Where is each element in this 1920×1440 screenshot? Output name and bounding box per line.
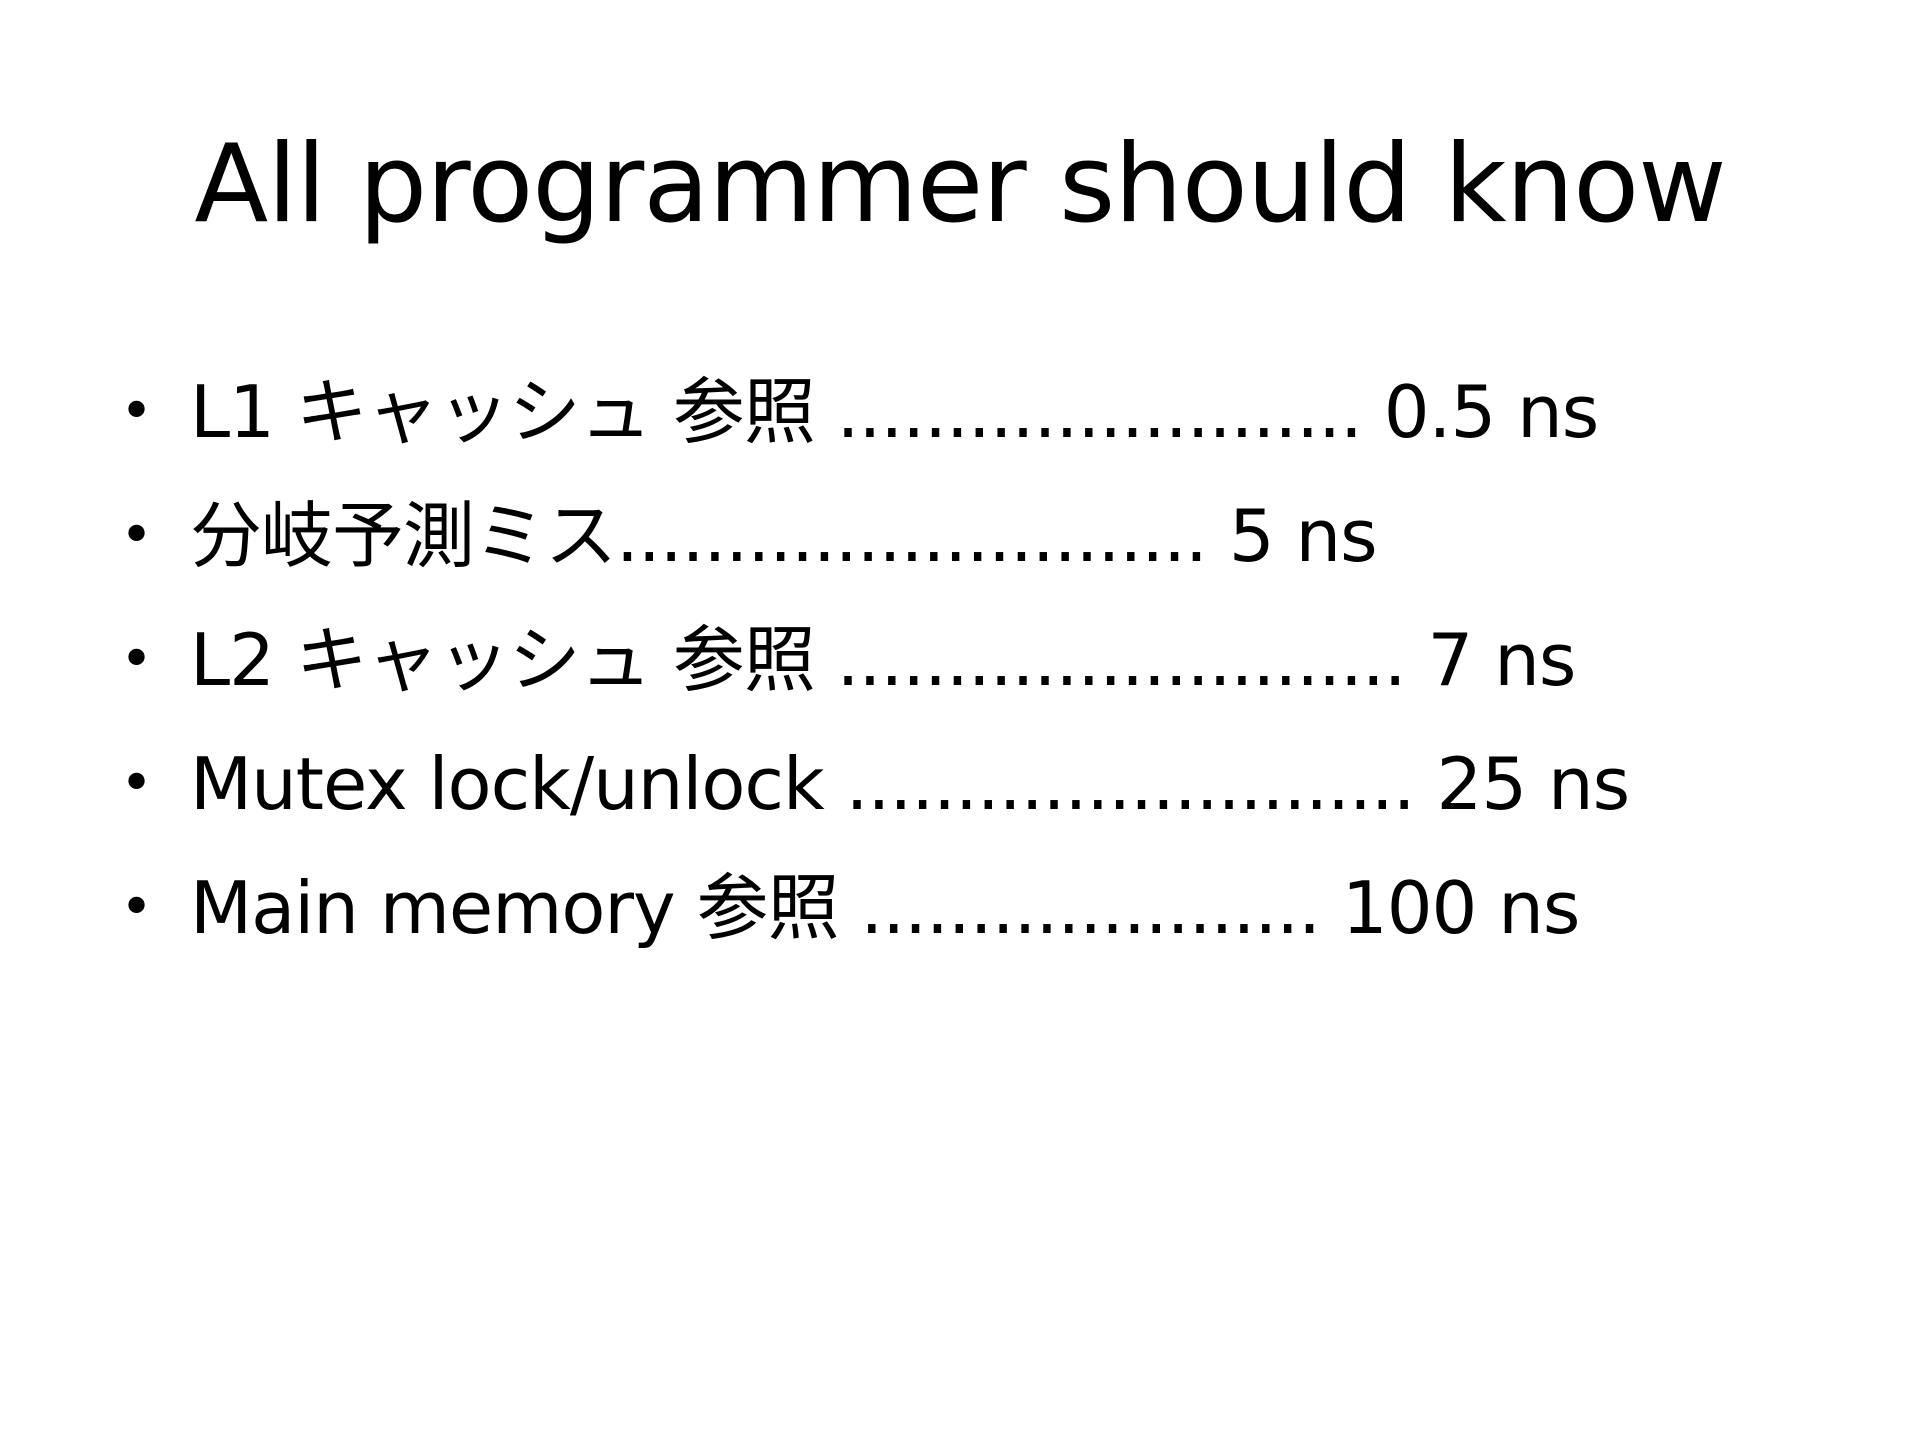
bullet-item-l2-cache: • L2 キャッシュ 参照 ..........................… [120,598,1820,722]
bullet-text: 分岐予測ミス........................... 5 ns [190,494,1378,578]
bullet-icon: • [120,627,154,692]
bullet-item-l1-cache: • L1 キャッシュ 参照 ........................ 0… [120,350,1820,474]
bullet-text: Main memory 参照 ..................... 100… [190,866,1580,950]
bullet-item-mutex: • Mutex lock/unlock ....................… [120,722,1820,846]
bullet-text: L2 キャッシュ 参照 .......................... 7… [190,618,1576,702]
bullet-icon: • [120,503,154,568]
bullet-icon: • [120,379,154,444]
bullet-icon: • [120,875,154,940]
bullet-text: Mutex lock/unlock ......................… [190,742,1630,826]
bullet-item-main-memory: • Main memory 参照 ..................... 1… [120,846,1820,970]
bullet-icon: • [120,751,154,816]
bullet-text: L1 キャッシュ 参照 ........................ 0.5… [190,370,1599,454]
bullet-item-branch-mispredict: • 分岐予測ミス........................... 5 ns [120,474,1820,598]
bullet-list: • L1 キャッシュ 参照 ........................ 0… [120,350,1820,970]
slide-title: All programmer should know [194,122,1726,247]
